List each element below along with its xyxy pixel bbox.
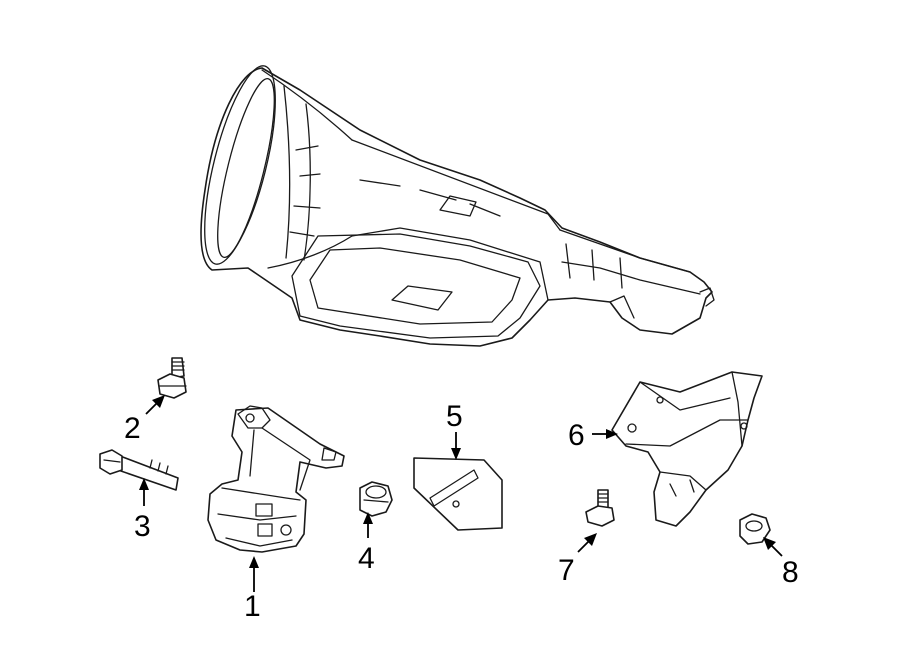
callout-3-arrow <box>139 478 149 490</box>
callout-3-label: 3 <box>134 510 151 543</box>
callout-2-arrow <box>152 395 165 408</box>
crossmember-bracket <box>611 371 763 527</box>
callout-8-arrow <box>763 537 776 550</box>
callout-4-arrow <box>363 512 373 524</box>
transmission <box>200 65 715 347</box>
callout-6-arrow <box>606 429 618 439</box>
callout-6-label: 6 <box>568 419 585 452</box>
transmission-mount <box>207 405 345 553</box>
bracket-bolt <box>585 489 615 527</box>
callout-5-label: 5 <box>446 400 463 433</box>
callout-8-label: 8 <box>782 556 799 589</box>
mount-plate <box>413 457 503 531</box>
mount-bolt-long <box>99 449 179 491</box>
callout-4-label: 4 <box>358 542 375 575</box>
callout-1-arrow <box>249 556 259 568</box>
bracket-nut <box>739 513 771 545</box>
callout-2-label: 2 <box>124 412 141 445</box>
callout-1-label: 1 <box>244 590 261 623</box>
callout-7-arrow <box>584 533 597 546</box>
mount-bolt-short <box>157 357 187 399</box>
callout-7-label: 7 <box>558 554 575 587</box>
mount-nut <box>359 481 393 517</box>
callout-5-arrow <box>451 448 461 460</box>
